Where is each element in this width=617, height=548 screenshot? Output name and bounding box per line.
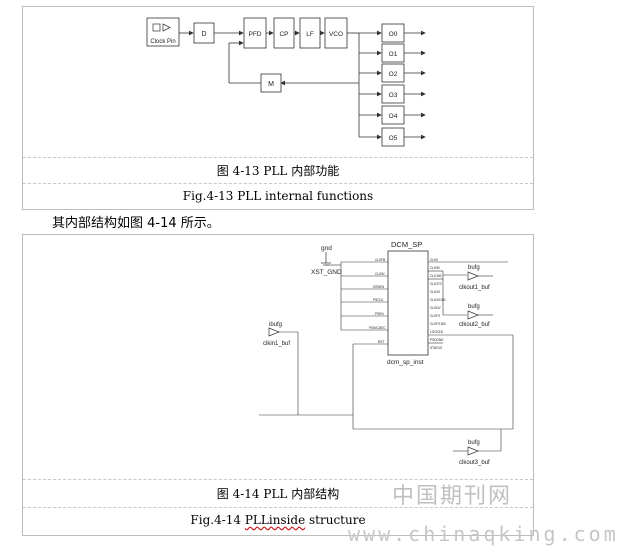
svg-text:ibufg: ibufg [269, 322, 282, 328]
svg-text:PSCLK: PSCLK [373, 298, 384, 302]
svg-text:CLKDV: CLKDV [430, 306, 442, 310]
svg-text:CLK180: CLK180 [430, 274, 442, 278]
svg-text:CLKFB: CLKFB [375, 258, 385, 262]
body-paragraph: 其内部结构如图 4-14 所示。 [52, 216, 220, 231]
watermark-url: www.chinaqking.com [348, 522, 617, 546]
output-o5: O5 [381, 127, 405, 147]
spellcheck-underlined-word: PLLinside [244, 513, 306, 527]
svg-text:M: M [268, 81, 274, 88]
svg-text:bufg: bufg [468, 304, 480, 310]
figure-4-14-frame: gnd XST_GND DCM_SP dcm_sp_inst CLKFB CLK… [22, 234, 534, 536]
svg-text:bufg: bufg [468, 440, 480, 446]
pll-structure-diagram: gnd XST_GND DCM_SP dcm_sp_inst CLKFB CLK… [259, 240, 514, 466]
svg-text:PSEN: PSEN [375, 312, 384, 316]
svg-text:O5: O5 [389, 135, 398, 142]
lf-block: LF [299, 17, 321, 49]
ibufg-icon [268, 327, 280, 337]
bufg-1-icon [467, 271, 479, 281]
svg-text:CLKIN: CLKIN [375, 272, 385, 276]
svg-text:D: D [201, 31, 206, 38]
dcm-title: DCM_SP [391, 240, 422, 249]
svg-text:STATUS: STATUS [430, 346, 442, 350]
svg-text:PSINCDEC: PSINCDEC [369, 326, 386, 330]
svg-text:clkin1_buf: clkin1_buf [263, 341, 290, 347]
svg-text:CLKFX: CLKFX [430, 314, 441, 318]
output-o3: O3 [381, 84, 405, 104]
output-o2: O2 [381, 63, 405, 83]
output-o1: O1 [381, 43, 405, 63]
xst-gnd-label: XST_GND [311, 269, 342, 276]
svg-text:LOCKED: LOCKED [430, 330, 444, 334]
svg-text:PFD: PFD [249, 31, 262, 38]
output-o0: O0 [381, 23, 405, 43]
svg-text:DSSEN: DSSEN [373, 285, 385, 289]
bufg-3-icon [467, 446, 479, 456]
pll-function-diagram: Clock Pin D PFD CP LF VCO [146, 17, 426, 147]
svg-text:PSDONE: PSDONE [430, 338, 443, 342]
figure-4-14-caption-cn: 图 4-14 PLL 内部结构 [216, 487, 340, 501]
dcm-sp-block [387, 250, 429, 356]
feedback-m-block: M [260, 73, 282, 93]
svg-text:CP: CP [279, 31, 288, 38]
pfd-block: PFD [243, 17, 267, 49]
svg-text:clkout2_buf: clkout2_buf [459, 322, 490, 328]
svg-text:O0: O0 [389, 31, 398, 38]
caption-divider [23, 479, 533, 480]
svg-text:CLK270: CLK270 [430, 282, 442, 286]
figure-4-13-frame: Clock Pin D PFD CP LF VCO [22, 6, 534, 210]
caption-divider [23, 507, 533, 508]
svg-text:LF: LF [306, 31, 314, 38]
caption-divider [23, 183, 533, 184]
svg-text:O1: O1 [389, 51, 398, 58]
figure-4-14-caption-en: Fig.4-14 PLLinside structure [190, 513, 366, 527]
svg-text:CLK90: CLK90 [430, 266, 440, 270]
svg-text:CLK2X: CLK2X [430, 290, 441, 294]
svg-text:RST: RST [378, 340, 384, 344]
watermark-cn: 中国期刊网 [392, 484, 513, 509]
svg-text:O4: O4 [389, 113, 398, 120]
caption-divider [23, 157, 533, 158]
vco-block: VCO [324, 17, 348, 49]
clock-pin-block: Clock Pin [146, 17, 180, 47]
svg-text:CLKFX180: CLKFX180 [430, 322, 446, 326]
svg-text:bufg: bufg [468, 265, 480, 271]
svg-text:clkout1_buf: clkout1_buf [459, 285, 490, 291]
cp-block: CP [273, 17, 295, 49]
clock-pin-label: Clock Pin [150, 39, 175, 45]
figure-4-13-caption-cn: 图 4-13 PLL 内部功能 [216, 164, 340, 178]
figure-4-13-caption-en: Fig.4-13 PLL internal functions [182, 189, 374, 203]
svg-text:O3: O3 [389, 92, 398, 99]
dcm-instance-label: dcm_sp_inst [387, 359, 424, 366]
svg-text:O2: O2 [389, 71, 398, 78]
svg-text:CLK2X180: CLK2X180 [430, 298, 446, 302]
divider-d-block: D [193, 22, 215, 44]
svg-text:VCO: VCO [329, 31, 343, 38]
gnd-label: gnd [321, 245, 332, 252]
bufg-2-icon [467, 310, 479, 320]
svg-text:clkout3_buf: clkout3_buf [459, 460, 490, 466]
output-o4: O4 [381, 105, 405, 125]
svg-text:CLK0: CLK0 [430, 258, 438, 262]
